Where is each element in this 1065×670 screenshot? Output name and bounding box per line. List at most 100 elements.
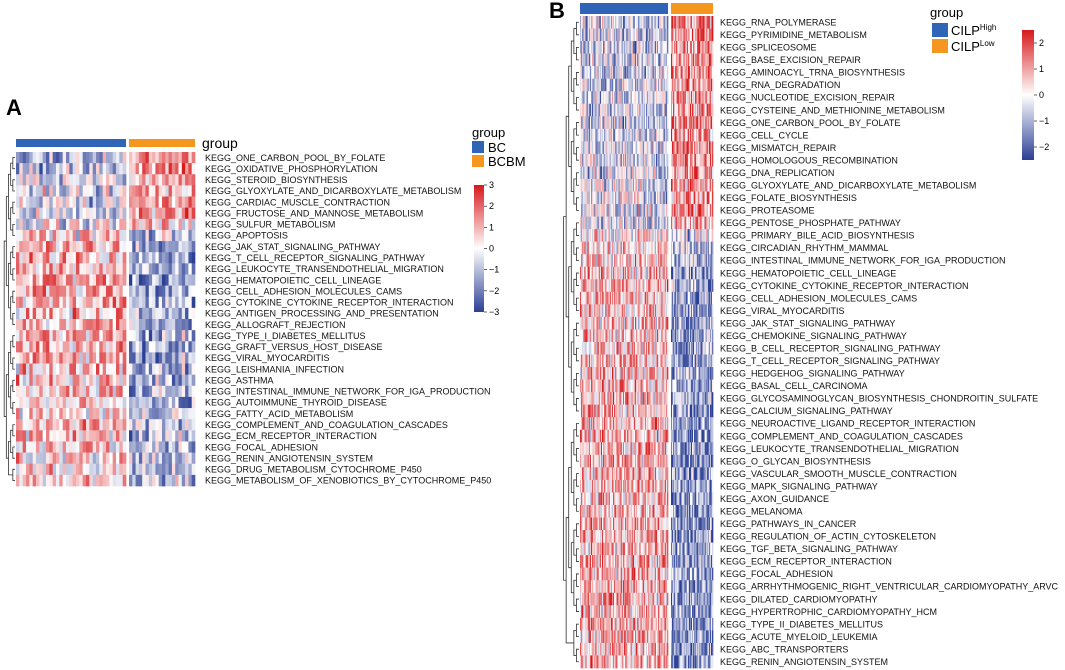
heatmap-cell — [596, 216, 598, 230]
heatmap-cell — [89, 274, 94, 286]
heatmap-cell — [697, 166, 699, 180]
heatmap-cell — [697, 16, 699, 29]
heatmap-cell — [644, 78, 647, 92]
heatmap-cell — [42, 229, 47, 242]
heatmap-cell — [666, 241, 669, 255]
heatmap-cell — [597, 304, 600, 318]
heatmap-cell — [643, 53, 646, 67]
heatmap-cell — [640, 254, 642, 268]
heatmap-cell — [69, 363, 74, 376]
heatmap-cell — [705, 254, 708, 268]
heatmap-cell — [708, 66, 711, 80]
heatmap-cell — [708, 241, 711, 255]
heatmap-cell — [662, 153, 664, 167]
heatmap-cell — [705, 266, 708, 280]
heatmap-cell — [711, 41, 714, 54]
heatmap-cell — [651, 304, 653, 318]
heatmap-cell — [158, 196, 163, 209]
heatmap-cell — [624, 291, 626, 305]
heatmap-cell — [708, 28, 711, 42]
heatmap-cell — [72, 341, 77, 353]
heatmap-cell — [635, 216, 637, 230]
heatmap-cell — [693, 191, 695, 205]
heatmap-cell — [709, 16, 712, 29]
heatmap-cell — [155, 152, 160, 164]
heatmap-cell — [604, 329, 606, 343]
heatmap-row — [16, 452, 196, 465]
heatmap-cell — [191, 408, 196, 420]
heatmap-cell — [178, 341, 183, 353]
heatmap-cell — [92, 207, 97, 220]
panel-a-row-dendrogram — [3, 157, 15, 481]
heatmap-cell — [709, 116, 712, 130]
heatmap-cell — [185, 319, 189, 331]
heatmap-cell — [589, 204, 592, 217]
heatmap-cell — [617, 179, 619, 192]
heatmap-cell — [603, 179, 605, 192]
heatmap-cell — [594, 41, 596, 54]
heatmap-cell — [687, 191, 690, 205]
heatmap-cell — [595, 329, 597, 343]
heatmap-cell — [82, 229, 87, 242]
heatmap-cell — [646, 179, 648, 192]
heatmap-cell — [22, 174, 27, 186]
heatmap-cell — [59, 374, 64, 387]
heatmap-cell — [22, 396, 27, 409]
heatmap-cell — [106, 474, 110, 487]
heatmap-cell — [152, 263, 156, 275]
heatmap-cell — [640, 116, 642, 130]
panel-a-group-annotation-bar — [16, 139, 195, 147]
heatmap-cell — [96, 174, 100, 186]
heatmap-cell — [654, 254, 657, 268]
heatmap-cell — [684, 216, 687, 230]
heatmap-cell — [685, 304, 688, 318]
heatmap-cell — [647, 229, 649, 243]
heatmap-cell — [633, 241, 636, 255]
heatmap-cell — [704, 304, 706, 318]
heatmap-cell — [155, 363, 160, 376]
heatmap-cell — [699, 66, 701, 80]
heatmap-cell — [658, 191, 660, 205]
heatmap-cell — [629, 116, 631, 130]
heatmap-cell — [19, 307, 24, 320]
heatmap-cell — [679, 41, 681, 54]
heatmap-cell — [627, 53, 629, 67]
heatmap-cell — [659, 229, 661, 243]
heatmap-cell — [650, 66, 652, 80]
heatmap-cell — [679, 191, 681, 205]
heatmap-cell — [688, 128, 691, 142]
heatmap-cell — [76, 474, 80, 487]
heatmap-cell — [119, 419, 124, 431]
heatmap-cell — [585, 266, 587, 280]
heatmap-cell — [580, 216, 582, 230]
heatmap-cell — [684, 191, 687, 205]
heatmap-cell — [62, 285, 67, 298]
heatmap-cell — [609, 229, 612, 243]
heatmap-cell — [642, 116, 645, 130]
heatmap-cell — [72, 207, 77, 220]
heatmap-cell — [640, 204, 642, 217]
heatmap-cell — [648, 266, 650, 280]
heatmap-cell — [135, 241, 140, 253]
heatmap-cell — [52, 185, 57, 197]
heatmap-cell — [661, 78, 663, 92]
heatmap-cell — [674, 266, 676, 280]
heatmap-cell — [638, 103, 640, 117]
heatmap-cell — [96, 419, 100, 431]
heatmap-cell — [19, 441, 24, 453]
heatmap-cell — [649, 204, 651, 217]
heatmap-cell — [69, 307, 74, 320]
heatmap-cell — [681, 41, 683, 54]
heatmap-cell — [32, 185, 37, 197]
heatmap-cell — [589, 254, 592, 268]
heatmap-cell — [92, 152, 97, 164]
heatmap-cell — [19, 218, 24, 231]
heatmap-cell — [653, 16, 656, 29]
heatmap-cell — [626, 216, 628, 230]
heatmap-cell — [584, 229, 586, 243]
heatmap-cell — [102, 274, 107, 286]
heatmap-cell — [649, 216, 651, 230]
heatmap-cell — [175, 152, 179, 164]
heatmap-cell — [621, 66, 624, 80]
heatmap-cell — [586, 128, 589, 142]
